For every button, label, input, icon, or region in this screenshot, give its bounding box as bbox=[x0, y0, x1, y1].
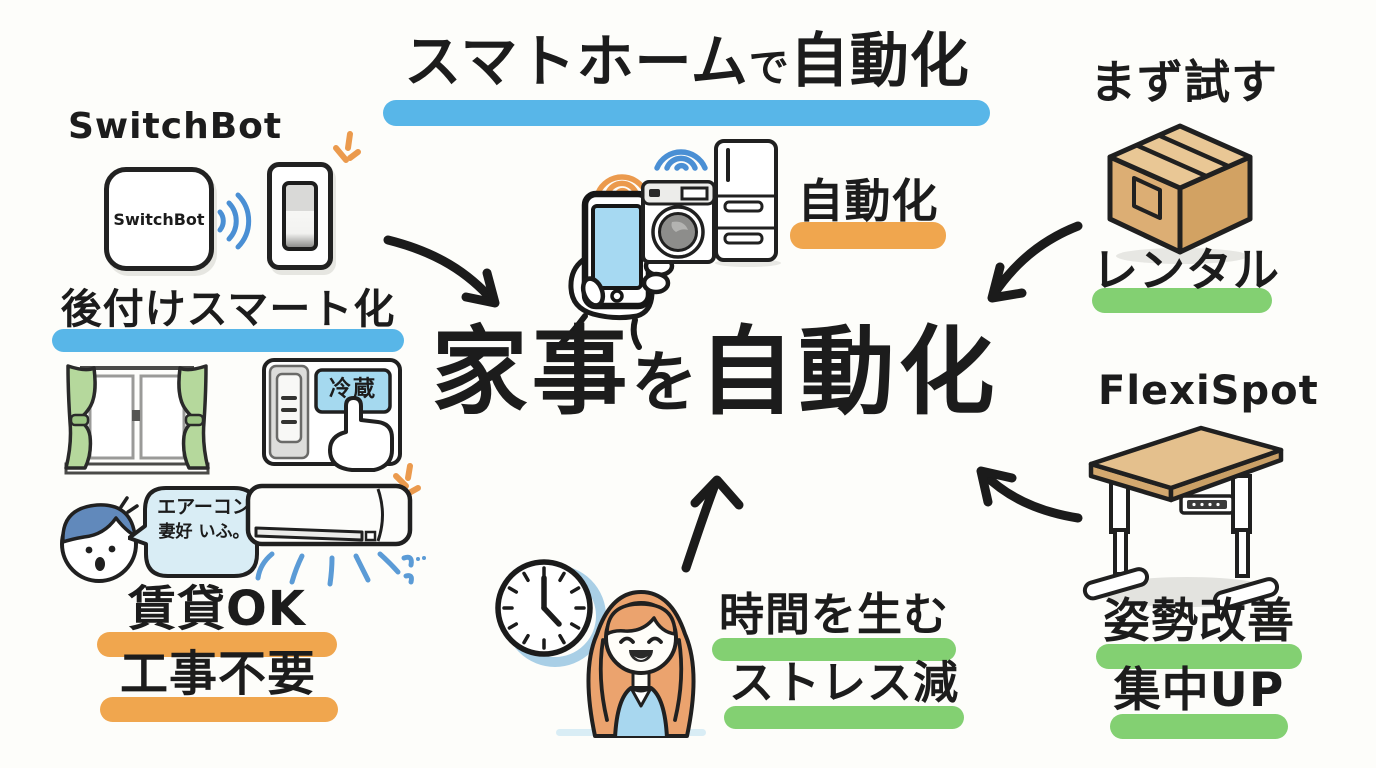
desk-heading: FlexiSpot bbox=[1098, 368, 1319, 414]
retrofit-underline bbox=[52, 329, 404, 352]
no-construction-underline bbox=[100, 697, 338, 722]
arrow-desk-to-center bbox=[976, 466, 1083, 523]
switchbot-device: SwitchBot bbox=[104, 167, 214, 271]
center-headline-part1: 家事 bbox=[431, 316, 632, 428]
switchbot-heading: SwitchBot bbox=[68, 106, 283, 147]
page-title-main: スマトホーム bbox=[404, 29, 749, 95]
refrigerator-icon bbox=[714, 139, 781, 267]
air-conditioner-icon bbox=[245, 463, 426, 587]
center-headline-part2: 自動化 bbox=[698, 316, 999, 428]
remote-button-label: 冷蔵 bbox=[328, 377, 377, 402]
title-underline bbox=[383, 100, 990, 126]
woman-icon bbox=[586, 590, 696, 738]
wifi-waves-icon bbox=[217, 192, 252, 250]
arrow-woman-to-center bbox=[681, 475, 744, 573]
arrow-box-to-center bbox=[987, 221, 1083, 303]
light-switch-rocker bbox=[282, 181, 318, 251]
time-text: 時間を生む bbox=[718, 588, 949, 641]
sparkle-icon bbox=[333, 131, 361, 163]
retrofit-caption: 後付けスマート化 bbox=[60, 285, 396, 333]
rental-ok-underline bbox=[97, 632, 337, 657]
cardboard-box-icon bbox=[1107, 123, 1253, 264]
light-switch bbox=[267, 162, 333, 270]
person-icon bbox=[60, 496, 139, 583]
focus-text: 集中UP bbox=[1113, 663, 1285, 718]
posture-underline bbox=[1096, 644, 1302, 669]
wifi-blue-icon bbox=[654, 149, 708, 171]
page-title-particle: で bbox=[748, 45, 790, 91]
speech-bubble-line2: 妻好 いふ。 bbox=[158, 522, 250, 542]
window-curtains-icon bbox=[64, 364, 210, 475]
automation-badge: 自動化 bbox=[797, 174, 939, 228]
center-headline-particle: を bbox=[631, 344, 699, 421]
switchbot-device-label: SwitchBot bbox=[113, 209, 205, 229]
no-construction-text: 工事不要 bbox=[119, 646, 316, 702]
posture-text: 姿勢改善 bbox=[1103, 594, 1295, 649]
rental-underline bbox=[1092, 288, 1272, 313]
automation-badge-underline bbox=[790, 222, 946, 249]
speech-bubble-line1: エアーコン bbox=[157, 496, 251, 518]
center-headline: 家事 を 自動化 bbox=[420, 322, 1010, 423]
washing-machine-icon bbox=[641, 180, 716, 264]
page-title: スマトホーム で 自動化 bbox=[372, 30, 1002, 93]
trial-heading: まず試す bbox=[1090, 55, 1278, 109]
remote-panel-icon bbox=[262, 358, 402, 472]
clock-icon bbox=[495, 559, 606, 667]
rental-ok-text: 賃貸OK bbox=[127, 581, 306, 637]
focus-underline bbox=[1110, 714, 1288, 739]
rental-label: レンタル bbox=[1092, 243, 1280, 297]
time-underline bbox=[712, 638, 956, 661]
standing-desk-icon bbox=[1082, 425, 1284, 611]
page-title-suffix: 自動化 bbox=[789, 26, 970, 95]
stress-underline bbox=[724, 706, 964, 729]
stress-text: ストレス減 bbox=[728, 656, 959, 709]
